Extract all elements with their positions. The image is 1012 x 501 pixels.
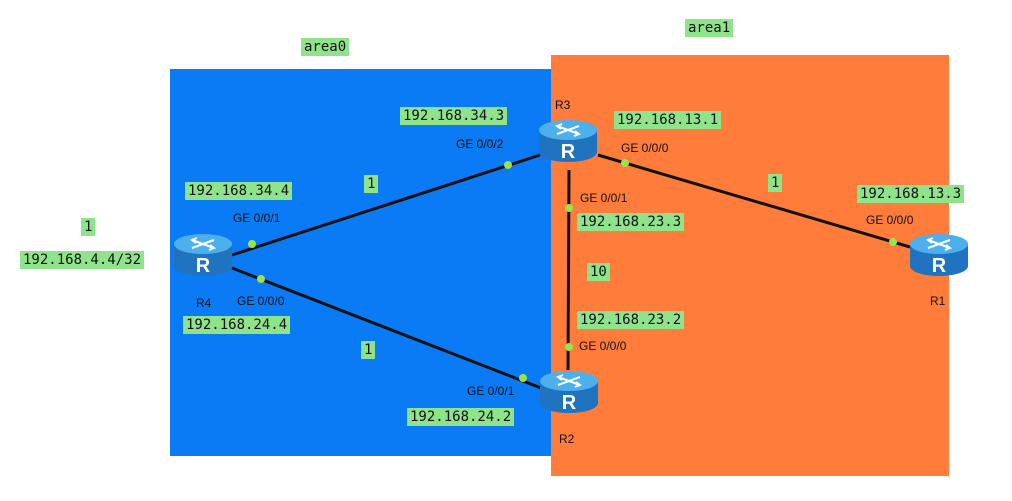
port-dot-r1-ge000 [889,238,897,246]
router-r1-icon[interactable]: R [908,232,970,278]
port-dot-r3-ge000 [621,159,629,167]
port-dot-r3-ge002 [504,161,512,169]
ip-r3-ge000: 192.168.13.1 [614,111,722,129]
router-r4-icon[interactable]: R [172,232,234,278]
link-r4-r3 [231,153,541,257]
router-r3-icon[interactable]: R [537,118,599,164]
router-r1-glyph: R [932,255,947,277]
area0-region [170,69,551,456]
ip-r2-ge000: 192.168.23.2 [577,311,685,329]
router-r2-name: R2 [559,432,575,446]
port-dot-r4-ge000 [257,275,265,283]
loopback-prefix: 192.168.4.4/32 [20,251,145,269]
port-dot-r3-ge001 [565,204,573,212]
router-r2-glyph: R [562,392,577,414]
port-r4-ge001: GE 0/0/1 [233,211,281,225]
link-r3-r1 [597,153,911,249]
port-r3-ge002: GE 0/0/2 [456,137,504,151]
port-r3-ge001: GE 0/0/1 [580,191,628,205]
loopback-cost: 1 [81,218,96,236]
port-r4-ge000: GE 0/0/0 [237,294,285,308]
area1-label: area1 [685,19,734,37]
port-r2-ge001: GE 0/0/1 [467,384,515,398]
router-r3-name: R3 [555,98,571,112]
port-dot-r2-ge001 [519,374,527,382]
ip-r4-ge000: 192.168.24.4 [183,316,291,334]
link-r4-r2 [231,266,542,390]
cost-r4-r2: 1 [361,341,376,359]
port-dot-r2-ge000 [565,343,573,351]
area0-label: area0 [301,38,350,56]
router-r3-glyph: R [561,141,576,163]
router-r2-icon[interactable]: R [538,369,600,415]
cost-r4-r3: 1 [364,175,379,193]
cost-r3-r2: 10 [587,263,610,281]
router-r1-name: R1 [930,294,946,308]
cost-r3-r1: 1 [768,174,783,192]
port-r1-ge000: GE 0/0/0 [866,213,914,227]
ip-r1-ge000: 192.168.13.3 [857,185,965,203]
ip-r4-ge001: 192.168.34.4 [185,182,293,200]
port-r2-ge000: GE 0/0/0 [579,339,627,353]
ip-r2-ge001: 192.168.24.2 [407,408,515,426]
router-r4-glyph: R [196,255,211,277]
port-dot-r4-ge001 [248,240,256,248]
ip-r3-ge001: 192.168.23.3 [577,213,685,231]
ip-r3-ge002: 192.168.34.3 [400,107,508,125]
link-r3-r2 [566,169,571,371]
port-r3-ge000: GE 0/0/0 [621,141,669,155]
router-r4-name: R4 [196,296,212,310]
